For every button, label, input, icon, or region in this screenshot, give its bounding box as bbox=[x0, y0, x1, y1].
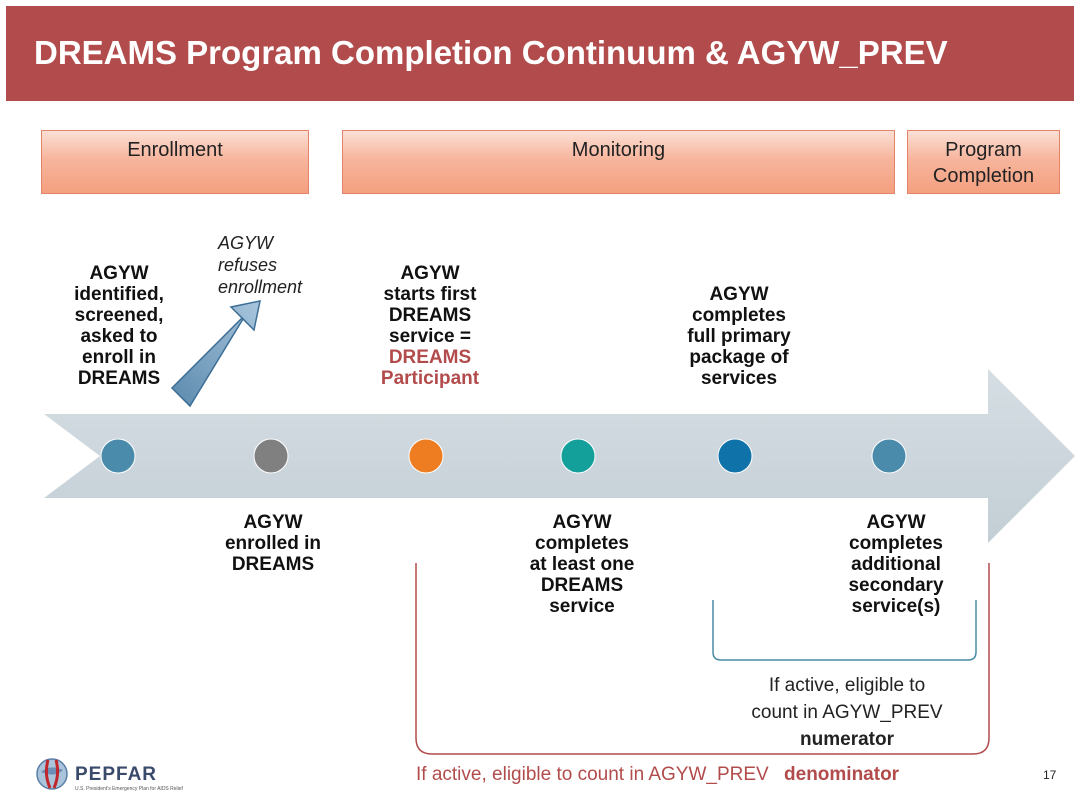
label-line: AGYW bbox=[89, 263, 149, 284]
label-line: AGYW bbox=[243, 512, 303, 533]
label-line: AGYW bbox=[709, 284, 769, 305]
numerator-bracket bbox=[712, 600, 977, 661]
label-line: at least one bbox=[529, 554, 635, 575]
label-line-red: Participant bbox=[380, 368, 480, 389]
refuses-line: AGYW bbox=[218, 233, 274, 253]
caption-line: count in AGYW_PREV bbox=[751, 702, 943, 723]
phase-enrollment-label: Enrollment bbox=[127, 139, 223, 161]
denominator-caption: If active, eligible to count in AGYW_PRE… bbox=[416, 764, 899, 786]
phase-enrollment: Enrollment bbox=[41, 130, 309, 194]
dot-identified bbox=[100, 438, 136, 474]
phase-monitoring: Monitoring bbox=[342, 130, 895, 194]
label-line: identified, bbox=[74, 284, 164, 305]
dot-full-primary bbox=[717, 438, 753, 474]
label-enrolled: AGYW enrolled in DREAMS bbox=[204, 512, 342, 575]
label-full-primary: AGYW completes full primary package of s… bbox=[665, 284, 813, 389]
page-number: 17 bbox=[1043, 768, 1057, 782]
label-line: package of bbox=[689, 347, 789, 368]
pepfar-logo-text: PEPFAR bbox=[75, 764, 158, 785]
phase-monitoring-label: Monitoring bbox=[571, 139, 666, 161]
phase-program-completion: Program Completion bbox=[907, 130, 1060, 194]
page-title: DREAMS Program Completion Continuum & AG… bbox=[34, 34, 948, 71]
dot-first-service bbox=[408, 438, 444, 474]
label-secondary: AGYW completes additional secondary serv… bbox=[822, 512, 970, 617]
label-line: AGYW bbox=[866, 512, 926, 533]
caption-bold: numerator bbox=[800, 729, 894, 750]
phase-completion-line1: Program bbox=[945, 139, 1022, 161]
label-line: DREAMS bbox=[231, 554, 315, 575]
label-atleast-one: AGYW completes at least one DREAMS servi… bbox=[508, 512, 656, 617]
label-line: screened, bbox=[74, 305, 164, 326]
label-line: DREAMS bbox=[77, 368, 161, 389]
label-line: completes bbox=[849, 533, 943, 554]
phase-completion-line2: Completion bbox=[932, 165, 1035, 187]
title-bar: DREAMS Program Completion Continuum & AG… bbox=[6, 6, 1074, 101]
label-line: enrolled in bbox=[224, 533, 322, 554]
numerator-caption: If active, eligible to count in AGYW_PRE… bbox=[724, 672, 970, 753]
label-identified: AGYW identified, screened, asked to enro… bbox=[56, 263, 182, 389]
refuses-label: AGYW refuses enrollment bbox=[218, 232, 302, 298]
denominator-bracket bbox=[415, 563, 990, 755]
timeline-arrow bbox=[44, 369, 1075, 543]
label-line: asked to bbox=[80, 326, 158, 347]
label-line: DREAMS bbox=[540, 575, 624, 596]
label-starts-first-service: AGYW starts first DREAMS service = DREAM… bbox=[356, 263, 504, 389]
label-line: enroll in bbox=[82, 347, 156, 368]
label-line: services bbox=[700, 368, 778, 389]
dot-secondary bbox=[871, 438, 907, 474]
label-line: AGYW bbox=[400, 263, 460, 284]
caption-text: If active, eligible to count in AGYW_PRE… bbox=[416, 764, 769, 785]
label-line: DREAMS bbox=[388, 305, 472, 326]
caption-line: If active, eligible to bbox=[768, 675, 926, 696]
label-line-red: DREAMS bbox=[388, 347, 472, 368]
refuses-line: enrollment bbox=[218, 277, 303, 297]
dot-enrolled bbox=[253, 438, 289, 474]
pepfar-logo-subtitle: U.S. President's Emergency Plan for AIDS… bbox=[75, 786, 183, 792]
label-line: secondary bbox=[848, 575, 944, 596]
label-line: service(s) bbox=[851, 596, 941, 617]
caption-bold: denominator bbox=[784, 764, 900, 785]
label-line: full primary bbox=[687, 326, 791, 347]
label-line: AGYW bbox=[552, 512, 612, 533]
label-line: service = bbox=[389, 326, 471, 347]
refuses-line: refuses bbox=[218, 255, 278, 275]
label-line: service bbox=[549, 596, 615, 617]
label-line: additional bbox=[851, 554, 941, 575]
label-line: starts first bbox=[383, 284, 477, 305]
pepfar-logo-icon bbox=[36, 758, 68, 790]
dot-atleast-one bbox=[560, 438, 596, 474]
label-line: completes bbox=[535, 533, 629, 554]
label-line: completes bbox=[692, 305, 786, 326]
refuses-arrow bbox=[170, 300, 261, 408]
